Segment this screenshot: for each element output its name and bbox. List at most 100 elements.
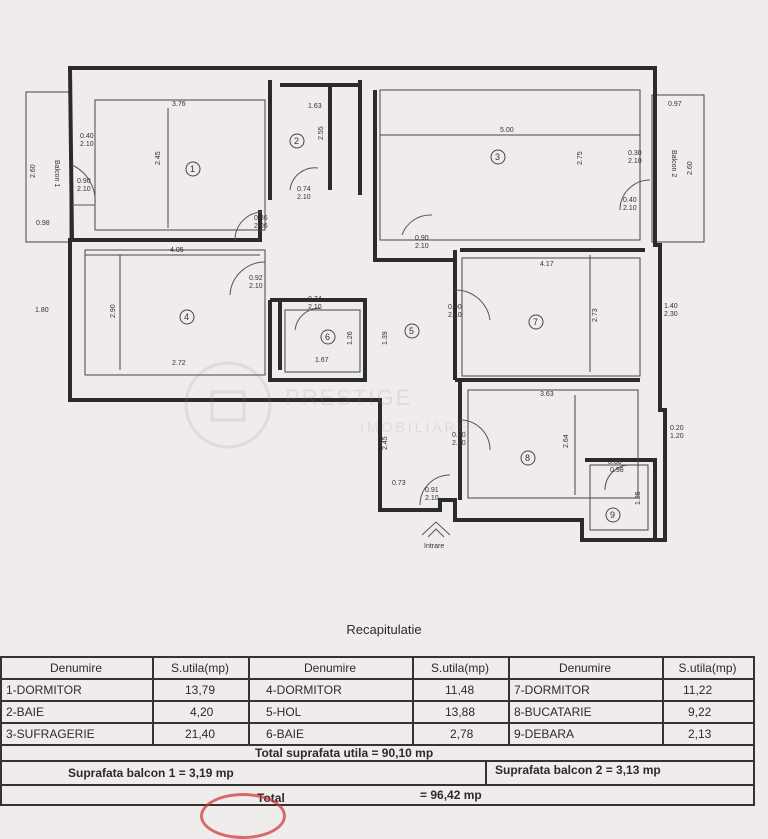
room-6-marker: 6 — [320, 329, 336, 345]
room-6-outline — [284, 309, 361, 373]
svg-text:PRESTIGE: PRESTIGE — [285, 385, 412, 410]
room-1-marker: 1 — [185, 161, 201, 177]
room-8-marker: 8 — [520, 450, 536, 466]
table-cell: 11,48 — [445, 683, 475, 697]
door-swing — [604, 464, 629, 491]
room-9-marker: 9 — [605, 507, 621, 523]
table-cell: 4-DORMITOR — [266, 683, 342, 697]
svg-text:5: 5 — [409, 326, 414, 336]
table-cell: 21,40 — [185, 727, 216, 741]
door-label: 0.90 — [77, 178, 91, 185]
door-swing — [619, 179, 651, 211]
door-label: 0.80 — [452, 432, 466, 439]
door-label: 2.30 — [664, 311, 678, 318]
table-cell: 13,79 — [185, 683, 216, 697]
summary-table: Denumire S.utila(mp) Denumire S.utila(mp… — [0, 648, 768, 811]
table-cell: 11,22 — [683, 683, 713, 697]
door-label: 1.40 — [664, 303, 678, 310]
door-label: 0.86 — [254, 215, 268, 222]
entrance-label: Intrare — [424, 543, 444, 550]
outer-wall — [67, 66, 667, 542]
table-cell: 8-BUCATARIE — [514, 705, 592, 719]
dim-label: 2.45 — [155, 151, 162, 165]
door-label: 2.10 — [623, 205, 637, 212]
dim-label: 0.73 — [392, 480, 406, 487]
balcony-1-area: Suprafata balcon 1 = 3,19 mp — [68, 766, 234, 780]
dim-label: 2.55 — [318, 126, 325, 140]
table-cell: 2,13 — [688, 727, 712, 741]
door-label: 0.91 — [425, 487, 439, 494]
table-cell: 4,20 — [190, 705, 214, 719]
door-label: 0.40 — [80, 133, 94, 140]
room-5-marker: 5 — [404, 323, 420, 339]
table-cell: 9,22 — [688, 705, 712, 719]
dim-label: 1.80 — [35, 307, 49, 314]
door-swing — [229, 261, 266, 296]
table-cell: 7-DORMITOR — [514, 683, 590, 697]
door-swing — [289, 167, 319, 191]
room-2-marker: 2 — [289, 133, 305, 149]
table-cell: 2,78 — [450, 727, 474, 741]
svg-text:8: 8 — [525, 453, 530, 463]
balcony-2-label: Balcon 2 — [670, 150, 677, 177]
table-cell: 6-BAIE — [266, 727, 305, 741]
door-swing — [459, 419, 491, 451]
dim-label: 2.60 — [687, 161, 694, 175]
dim-label: 5.00 — [500, 127, 514, 134]
stamp — [200, 793, 286, 839]
room-9-outline — [589, 464, 649, 531]
room-1-outline — [94, 99, 266, 231]
door-label: 0.20 — [670, 425, 684, 432]
dim-label: 2.72 — [172, 360, 186, 367]
col-header-area-3: S.utila(mp) — [678, 661, 737, 675]
dim-label: 4.05 — [170, 247, 184, 254]
door-label: 2.10 — [297, 194, 311, 201]
total-value: = 96,42 mp — [420, 788, 482, 802]
dim-label: 1.63 — [308, 103, 322, 110]
door-label: 1.20 — [670, 433, 684, 440]
table-cell: 5-HOL — [266, 705, 302, 719]
svg-text:9: 9 — [610, 510, 615, 520]
door-label: 0.74 — [297, 186, 311, 193]
floor-plan: Balcon 1 Balcon 2 1 2 3 4 5 6 7 8 9 3.76… — [25, 66, 705, 550]
balcony-2-area: Suprafata balcon 2 = 3,13 mp — [495, 763, 661, 777]
door-label: 2.10 — [628, 158, 642, 165]
dim-label: 0.98 — [610, 467, 624, 474]
dim-label: 0.97 — [668, 101, 682, 108]
door-label: 0.40 — [623, 197, 637, 204]
door-swing — [71, 164, 96, 206]
col-header-name-2: Denumire — [303, 661, 357, 675]
table-cell: 2-BAIE — [6, 705, 45, 719]
table-cell: 1-DORMITOR — [6, 683, 82, 697]
svg-text:IMOBILIARE: IMOBILIARE — [360, 419, 470, 435]
table-cell: 3-SUFRAGERIE — [6, 727, 95, 741]
door-label: 2.10 — [448, 312, 462, 319]
dim-label: 2.90 — [110, 304, 117, 318]
room-4-outline — [84, 249, 266, 376]
door-label: 2.10 — [80, 141, 94, 148]
svg-text:6: 6 — [325, 332, 330, 342]
dim-label: 3.63 — [540, 391, 554, 398]
door-label: 0.80 — [608, 459, 622, 466]
dim-label: 0.98 — [36, 220, 50, 227]
entrance-arrow-icon — [421, 521, 451, 538]
door-label: 2.10 — [77, 186, 91, 193]
dim-label: 1.25 — [635, 491, 642, 505]
door-swing — [234, 211, 263, 241]
room-3-outline — [379, 89, 641, 241]
dim-label: 2.73 — [592, 308, 599, 322]
dim-label: 2.60 — [30, 164, 37, 178]
door-swing — [419, 474, 451, 506]
col-header-name-1: Denumire — [49, 661, 103, 675]
dim-label: 2.64 — [563, 434, 570, 448]
room-7-outline — [461, 257, 641, 377]
col-header-area-1: S.utila(mp) — [170, 661, 229, 675]
dim-label: 1.67 — [315, 357, 329, 364]
total-util-area: Total suprafata utila = 90,10 mp — [255, 746, 434, 760]
recap-title: Recapitulatie — [346, 622, 422, 637]
door-label: 2.10 — [415, 243, 429, 250]
balcony-1-label: Balcon 1 — [53, 160, 60, 187]
table-cell: 9-DEBARA — [514, 727, 575, 741]
svg-text:4: 4 — [184, 312, 189, 322]
door-swing — [454, 289, 491, 321]
